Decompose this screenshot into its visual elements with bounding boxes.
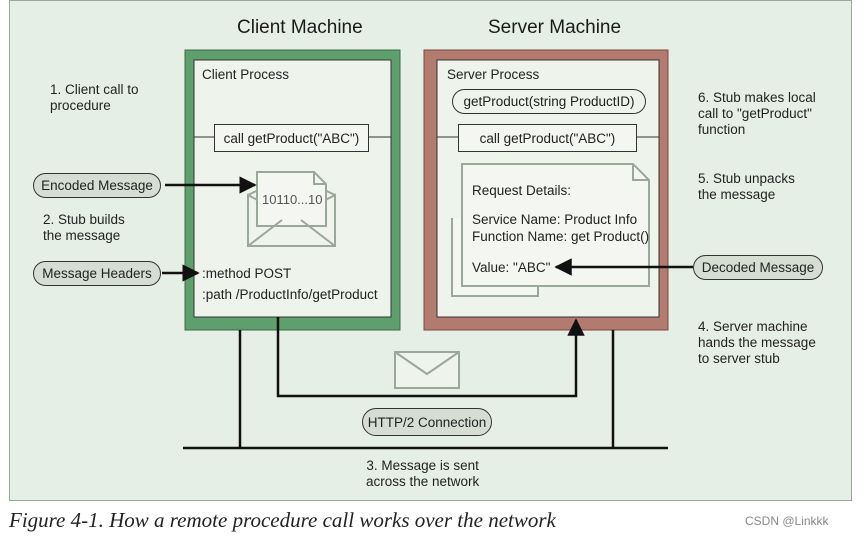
server-machine-title: Server Machine	[488, 17, 622, 38]
request-details-document-icon	[451, 163, 650, 297]
message-envelope-icon	[394, 351, 460, 389]
function-name-text: Function Name: get Product()	[472, 229, 650, 244]
method-header-text: :method POST	[202, 266, 292, 281]
function-signature-pill: getProduct(string ProductID)	[452, 89, 646, 114]
server-call-box: call getProduct("ABC")	[458, 124, 637, 152]
step-4-text: 4. Server machine hands the message to s…	[698, 319, 816, 366]
figure-caption: Figure 4-1. How a remote procedure call …	[9, 508, 556, 532]
value-text: Value: "ABC"	[472, 260, 551, 275]
client-call-box: call getProduct("ABC")	[214, 124, 369, 152]
step-3-text: 3. Message is sent across the network	[366, 458, 480, 489]
client-machine-title: Client Machine	[237, 17, 363, 38]
network-wire	[276, 317, 585, 398]
encoded-binary-text: 10110...10	[262, 192, 323, 207]
path-header-text: :path /ProductInfo/getProduct	[202, 287, 378, 302]
step-2-text: 2. Stub builds the message	[43, 212, 125, 243]
step-1-text: 1. Client call to procedure	[50, 82, 139, 113]
encoded-message-label: Encoded Message	[33, 173, 161, 198]
message-headers-label: Message Headers	[33, 261, 161, 286]
step-5-text: 5. Stub unpacks the message	[698, 171, 795, 202]
client-process-label: Client Process	[202, 67, 290, 82]
encoded-envelope-icon	[247, 171, 336, 247]
watermark: CSDN @Linkkk	[745, 514, 829, 528]
http2-connection-label: HTTP/2 Connection	[362, 408, 492, 436]
decoded-message-label: Decoded Message	[693, 255, 823, 280]
server-process-label: Server Process	[447, 67, 540, 82]
service-name-text: Service Name: Product Info	[472, 212, 638, 227]
step-6-text: 6. Stub makes local call to "getProduct"…	[698, 90, 816, 137]
request-details-title: Request Details:	[472, 183, 572, 198]
